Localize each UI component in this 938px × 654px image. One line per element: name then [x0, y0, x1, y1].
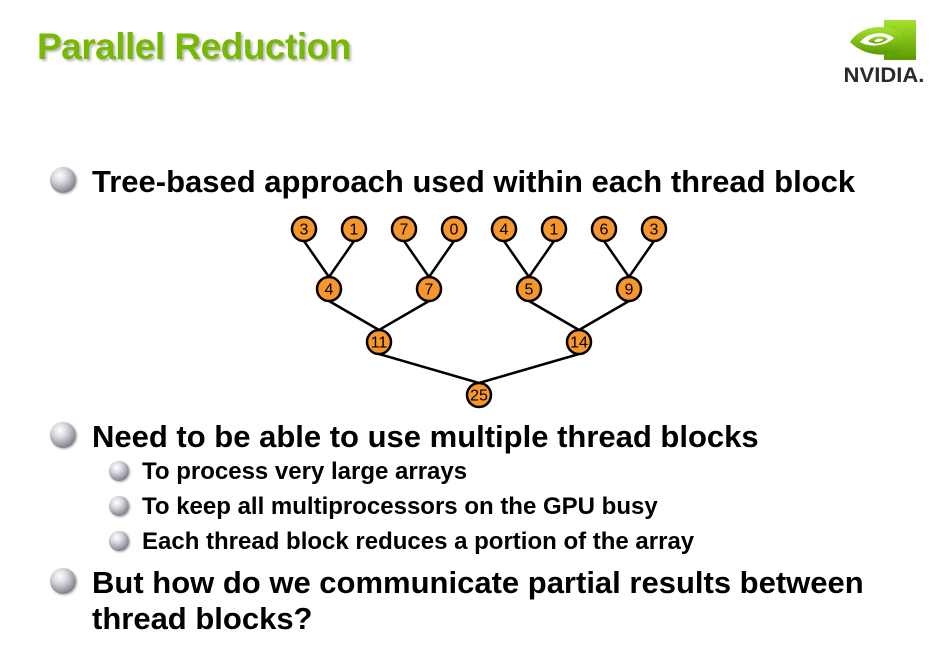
slide-title: Parallel Reduction [37, 26, 351, 67]
tree-edge [328, 299, 380, 332]
tree-node-circle [515, 275, 543, 303]
tree-node-value: 25 [470, 388, 488, 405]
tree-node-circle [490, 215, 518, 243]
tree-node-value: 14 [570, 335, 588, 352]
tree-node-value: 3 [650, 222, 659, 239]
bullet-text: To keep all multiprocessors on the GPU b… [142, 493, 658, 520]
tree-node: 6 [590, 215, 618, 243]
tree-node: 7 [390, 215, 418, 243]
tree-node-circle [390, 215, 418, 243]
tree-node-value: 11 [371, 335, 388, 352]
tree-edge [427, 240, 456, 278]
tree-edge [502, 240, 531, 278]
tree-node: 0 [440, 215, 468, 243]
sub-bullet-keep-busy: To keep all multiprocessors on the GPU b… [109, 493, 658, 521]
tree-node-circle [290, 215, 318, 243]
tree-node: 1 [340, 215, 368, 243]
tree-node-circle [640, 215, 668, 243]
tree-node-value: 7 [425, 282, 434, 299]
tree-node-circle [465, 381, 493, 409]
tree-node-value: 1 [350, 222, 359, 239]
tree-node-value: 3 [300, 222, 309, 239]
tree-node: 4 [490, 215, 518, 243]
tree-edge [602, 240, 631, 278]
tree-node: 3 [640, 215, 668, 243]
tree-node-value: 6 [600, 222, 609, 239]
tree-node-value: 0 [450, 222, 459, 239]
bullet-communicate: But how do we communicate partial result… [50, 565, 910, 637]
bullet-text: Tree-based approach used within each thr… [92, 164, 856, 199]
sphere-bullet-icon [50, 167, 76, 193]
tree-edge [327, 240, 356, 278]
tree-edge [378, 352, 480, 385]
tree-node-value: 9 [625, 282, 634, 299]
bullet-text: To process very large arrays [142, 458, 468, 485]
tree-node-circle [615, 275, 643, 303]
sphere-bullet-icon [50, 568, 76, 594]
nvidia-wordmark: NVIDIA. [843, 64, 925, 87]
sphere-bullet-icon [109, 461, 129, 481]
bullet-tree-based: Tree-based approach used within each thr… [50, 164, 855, 200]
tree-edge [527, 240, 556, 278]
tree-node-value: 5 [525, 282, 534, 299]
sphere-bullet-icon [109, 531, 129, 551]
tree-edge [627, 240, 656, 278]
tree-node-circle [440, 215, 468, 243]
sphere-bullet-icon [109, 496, 129, 516]
tree-node-circle [540, 215, 568, 243]
bullet-multiple-blocks: Need to be able to use multiple thread b… [50, 419, 759, 455]
nvidia-eye-icon [850, 20, 916, 60]
tree-node: 5 [515, 275, 543, 303]
tree-node: 25 [465, 381, 493, 409]
tree-edge [528, 299, 580, 332]
nvidia-logo: NVIDIA. [836, 14, 932, 92]
sub-bullet-portion: Each thread block reduces a portion of t… [109, 528, 694, 556]
tree-edge [378, 299, 430, 332]
tree-node: 9 [615, 275, 643, 303]
tree-node-circle [365, 328, 393, 356]
sub-bullet-large-arrays: To process very large arrays [109, 458, 467, 486]
tree-edge [402, 240, 431, 278]
tree-edge [478, 352, 580, 385]
tree-node: 4 [315, 275, 343, 303]
tree-node-value: 4 [500, 222, 509, 239]
tree-node-circle [340, 215, 368, 243]
tree-node-circle [315, 275, 343, 303]
tree-node: 7 [415, 275, 443, 303]
tree-node-value: 1 [550, 222, 559, 239]
tree-node: 3 [290, 215, 318, 243]
tree-node: 14 [565, 328, 593, 356]
tree-node-circle [415, 275, 443, 303]
tree-edge [578, 299, 630, 332]
tree-node: 11 [365, 328, 393, 356]
sphere-bullet-icon [50, 422, 76, 448]
tree-edge [302, 240, 331, 278]
tree-node-value: 4 [325, 282, 334, 299]
tree-node: 1 [540, 215, 568, 243]
bullet-text: But how do we communicate partial result… [92, 565, 864, 636]
bullet-text: Each thread block reduces a portion of t… [142, 528, 695, 555]
tree-node-circle [565, 328, 593, 356]
tree-node-value: 7 [400, 222, 409, 239]
bullet-text: Need to be able to use multiple thread b… [92, 419, 759, 454]
tree-node-circle [590, 215, 618, 243]
